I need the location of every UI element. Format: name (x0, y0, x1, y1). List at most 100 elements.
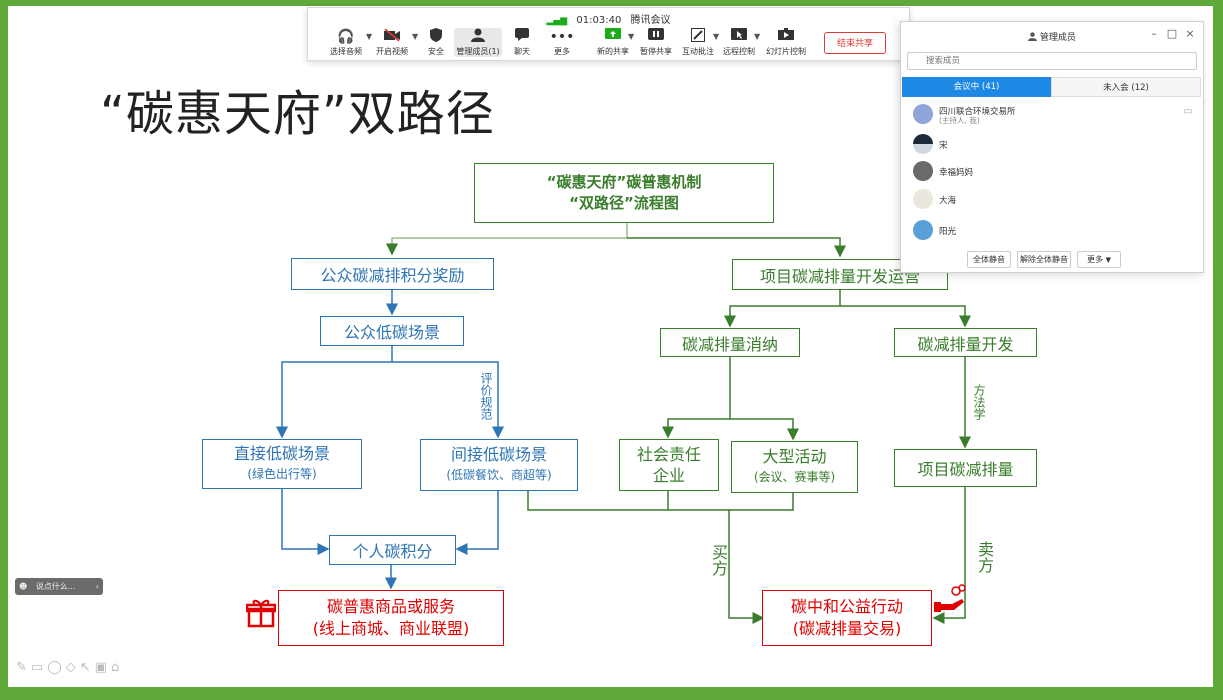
public-reward-box: 公众碳减排积分奖励 (291, 258, 494, 290)
indirect-scene-box: 间接低碳场景 (低碳餐饮、商超等) (420, 439, 578, 491)
share-chevron-down-icon[interactable]: ▼ (628, 32, 635, 41)
user-icon (454, 28, 502, 46)
slides-control-label: 幻灯片控制 (766, 47, 806, 56)
chat-input-hint: 说点什么... (35, 582, 76, 591)
slides-control-button[interactable]: 幻灯片控制 (758, 28, 814, 57)
member-name: 阳光 (939, 227, 957, 237)
signal-icon: ▂▄▆ (546, 16, 568, 26)
avatar (913, 189, 933, 209)
chevron-down-icon: ▼ (1105, 256, 1111, 264)
avatar (913, 134, 933, 154)
tab-not-joined[interactable]: 未入会 (12) (1051, 77, 1201, 97)
csr-line1: 社会责任 (636, 445, 701, 464)
annotation-toolbar: ✎▭◯◇↖▣⌂ (16, 660, 123, 675)
goods-line1: 碳普惠商品或服务 (326, 597, 455, 616)
maximize-icon[interactable]: □ (1166, 27, 1178, 40)
annotate-label: 互动批注 (682, 47, 714, 56)
member-name: 幸福妈妈 (939, 168, 974, 178)
close-icon[interactable]: × (1185, 27, 1195, 40)
unmute-all-button[interactable]: 解除全体静音 (1017, 251, 1071, 268)
emoji-icon[interactable]: ☻ (19, 582, 28, 591)
user-icon (1028, 32, 1038, 44)
develop-label: 碳减排量开发 (917, 334, 1014, 354)
direct-scene-title: 直接低碳场景 (233, 444, 330, 463)
ellipse-icon[interactable]: ◯ (47, 660, 66, 675)
project-reduction-box: 项目碳减排量 (894, 449, 1037, 487)
flowchart-connectors (276, 222, 971, 624)
pause-share-label: 暂停共享 (640, 47, 672, 56)
member-name: 宋 (939, 141, 948, 151)
eval-spec-label: 评价规范 (479, 372, 493, 420)
start-video-button[interactable]: 开启视频 (364, 28, 420, 57)
mute-all-button[interactable]: 全体静音 (967, 251, 1011, 268)
neutral-line1: 碳中和公益行动 (790, 597, 903, 616)
video-chevron-down-icon[interactable]: ▼ (412, 32, 419, 41)
annotate-button[interactable]: 互动批注 (675, 27, 721, 57)
avatar (913, 161, 933, 181)
pointer-icon[interactable]: ↖ (79, 660, 95, 675)
consume-label: 碳减排量消纳 (681, 334, 778, 354)
slides-icon (758, 28, 814, 46)
remote-control-button[interactable]: 远程控制 (716, 28, 762, 57)
public-reward-label: 公众碳减排积分奖励 (320, 266, 465, 285)
panel-title: 管理成员 (901, 30, 1203, 44)
screenshot-icon[interactable]: ▣ (94, 660, 111, 675)
meeting-time: 01:03:40 (576, 15, 622, 26)
goods-box: 碳普惠商品或服务 (线上商城、商业联盟) (278, 590, 504, 646)
member-search-input[interactable] (907, 52, 1197, 70)
neutral-line2: (碳减排量交易) (792, 619, 902, 638)
select-audio-label: 选择音频 (330, 47, 362, 56)
eraser-icon[interactable]: ◇ (65, 660, 80, 675)
slide-title: “碳惠天府”双路径 (100, 86, 495, 142)
chat-input-pill[interactable]: ☻ 说点什么... ‹ (15, 578, 103, 595)
more-label: 更多 (554, 47, 570, 56)
select-audio-button[interactable]: 🎧 选择音频 (318, 28, 374, 57)
members-panel: 管理成员 – □ × ⚲ 会议中 (41) 未入会 (12) 四川联合环境交易所… (900, 21, 1204, 273)
save-icon[interactable]: ⌂ (110, 660, 124, 675)
chat-label: 聊天 (514, 47, 530, 56)
chat-button[interactable]: 聊天 (504, 28, 540, 57)
top-title-line2: “双路径”流程图 (569, 194, 679, 212)
goods-line2: (线上商城、商业联盟) (312, 619, 470, 638)
more-options-button[interactable]: 更多 ▼ (1077, 251, 1121, 268)
manage-members-button[interactable]: 管理成员(1) (454, 28, 502, 57)
member-name: 四川联合环境交易所 (939, 107, 1016, 117)
security-label: 安全 (428, 47, 444, 56)
meeting-toolbar: ▂▄▆ 01:03:40 腾讯会议 🎧 选择音频 ▼ 开启视频 ▼ 安全 管理成… (307, 7, 910, 61)
top-title-box: “碳惠天府”碳普惠机制 “双路径”流程图 (474, 163, 774, 223)
member-role: (主持人, 我) (939, 116, 980, 125)
collapse-chevron-icon[interactable]: ‹ (95, 582, 99, 591)
project-reduction-label: 项目碳减排量 (917, 460, 1014, 479)
indirect-scene-title: 间接低碳场景 (450, 445, 547, 464)
new-share-label: 新的共享 (597, 47, 629, 56)
panel-title-text: 管理成员 (1039, 33, 1076, 43)
public-scene-label: 公众低碳场景 (343, 323, 440, 342)
new-share-button[interactable]: 新的共享 (590, 28, 636, 57)
indirect-scene-sub: (低碳餐饮、商超等) (446, 468, 552, 482)
more-button[interactable]: ••• 更多 (540, 28, 584, 57)
audio-chevron-down-icon[interactable]: ▼ (366, 32, 373, 41)
member-name: 大海 (939, 196, 957, 206)
neutral-box: 碳中和公益行动 (碳减排量交易) (762, 590, 932, 646)
end-share-button[interactable]: 结束共享 (824, 32, 886, 54)
pen-icon[interactable]: ✎ (16, 660, 31, 675)
pause-icon (633, 28, 679, 46)
personal-points-box: 个人碳积分 (329, 535, 456, 565)
minimize-icon[interactable]: – (1151, 27, 1157, 40)
annotate-chevron-down-icon[interactable]: ▼ (713, 32, 720, 41)
headset-icon: 🎧 (337, 29, 355, 45)
remote-chevron-down-icon[interactable]: ▼ (754, 32, 761, 41)
toolbar-status: ▂▄▆ 01:03:40 腾讯会议 (308, 11, 909, 26)
methodology-label: 方法学 (972, 384, 986, 420)
more-icon: ••• (549, 29, 575, 45)
rectangle-icon[interactable]: ▭ (30, 660, 48, 675)
csr-box: 社会责任 企业 (619, 439, 719, 491)
camera-off-icon (364, 28, 420, 46)
remote-icon (716, 28, 762, 46)
personal-points-label: 个人碳积分 (352, 542, 433, 561)
tab-in-meeting[interactable]: 会议中 (41) (902, 77, 1051, 97)
app-name: 腾讯会议 (630, 15, 671, 26)
security-button[interactable]: 安全 (408, 28, 464, 57)
event-box: 大型活动 (会议、赛事等) (731, 441, 858, 493)
pause-share-button[interactable]: 暂停共享 (633, 28, 679, 57)
